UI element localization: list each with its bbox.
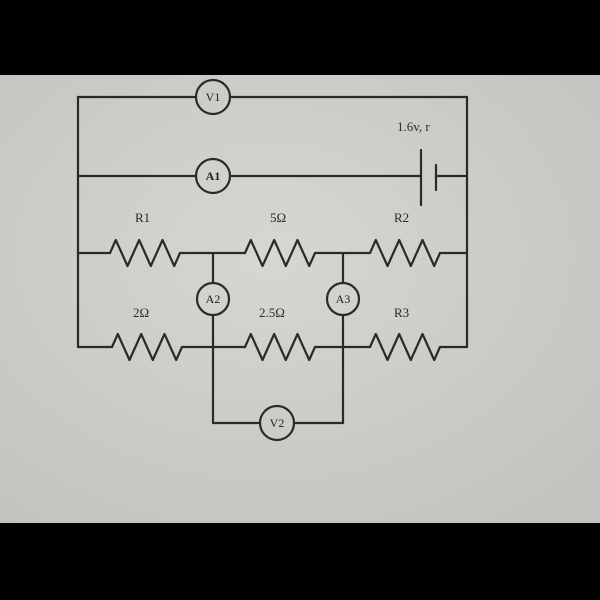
resistor-5-ohm — [243, 238, 317, 268]
label-2-5-ohm: 2.5Ω — [259, 305, 285, 320]
wire-a2-branch — [211, 251, 262, 425]
wire-top — [76, 95, 469, 349]
battery-label: 1.6v, r — [397, 119, 430, 134]
voltmeter-v2: V2 — [258, 404, 296, 442]
meter-label: A3 — [336, 292, 351, 306]
paper — [0, 75, 600, 523]
meter-label: V2 — [270, 416, 285, 430]
resistor-r1 — [108, 238, 182, 268]
resistor-r2 — [368, 238, 442, 268]
resistor-r3 — [368, 332, 442, 362]
meter-label: A2 — [206, 292, 221, 306]
wire-a3-branch — [292, 251, 345, 425]
meter-label: V1 — [206, 90, 221, 104]
ammeter-a1: A1 — [194, 157, 232, 195]
label-5-ohm: 5Ω — [270, 210, 286, 225]
label-2-ohm: 2Ω — [133, 305, 149, 320]
ammeter-a2: A2 — [195, 281, 231, 317]
label-r3: R3 — [394, 305, 409, 320]
voltmeter-v1: V1 — [194, 78, 232, 116]
label-r1: R1 — [135, 210, 150, 225]
resistor-2-5-ohm — [243, 332, 317, 362]
resistor-2-ohm — [110, 332, 184, 362]
meter-label: A1 — [206, 169, 221, 183]
ammeter-a3: A3 — [325, 281, 361, 317]
label-r2: R2 — [394, 210, 409, 225]
